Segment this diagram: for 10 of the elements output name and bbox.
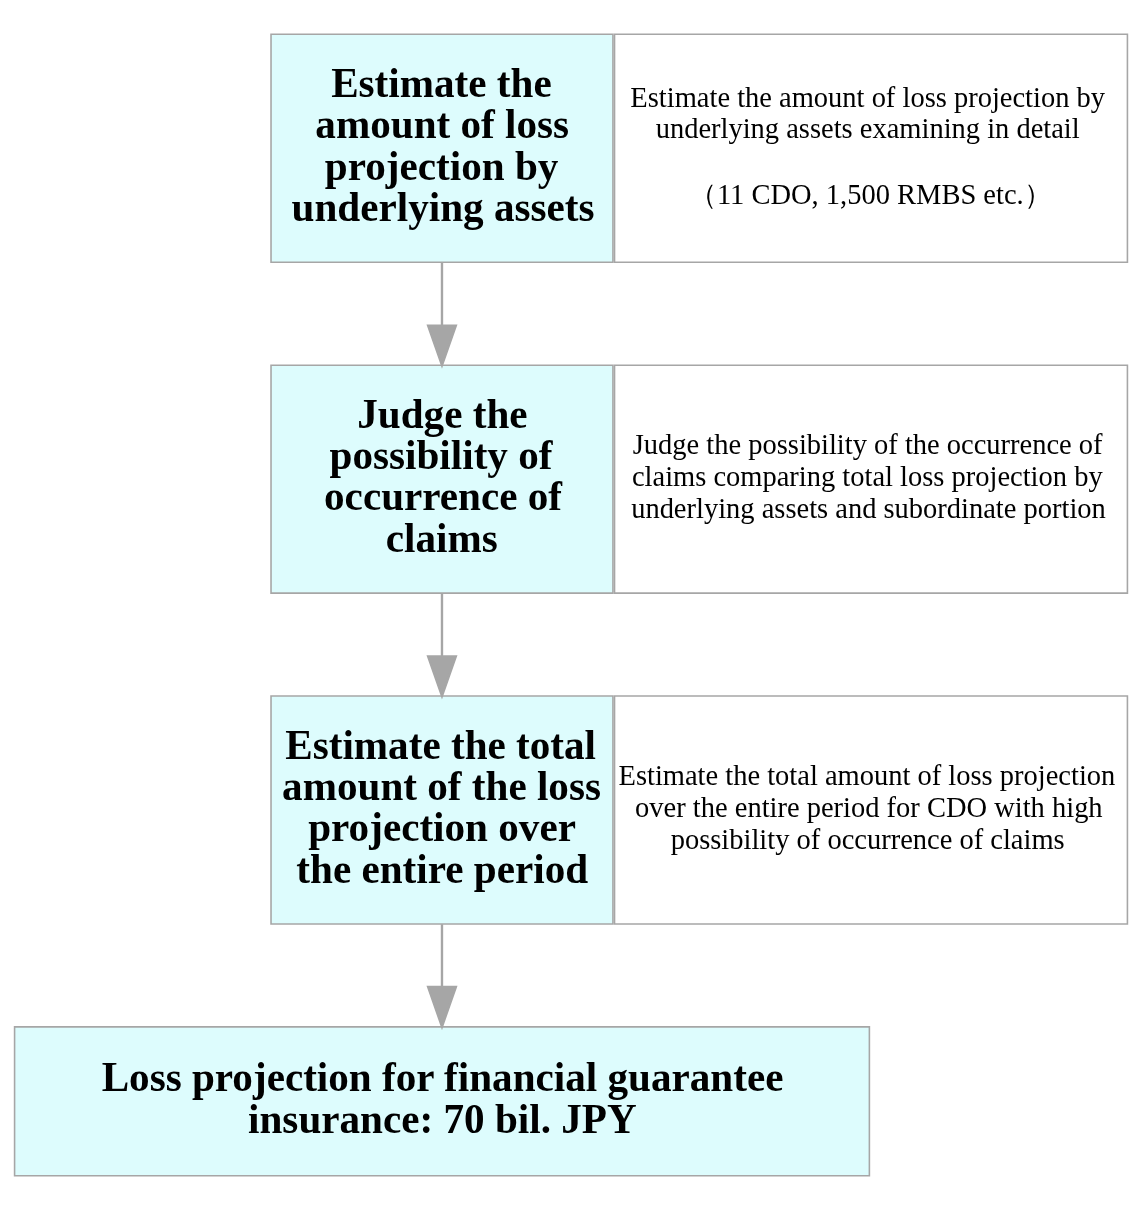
arrow — [426, 923, 458, 1030]
node-box: Estimate the amount of loss projection by underlying assets examining in detail （11 CDO, 1,500 RMBS etc.） — [613, 33, 1129, 263]
node-box: Estimate the amount of loss projection by underlying assets — [270, 33, 614, 263]
node-box: Loss projection for financial guarantee insurance: 70 bil. JPY — [13, 1025, 871, 1176]
arrow — [426, 262, 458, 369]
node-box: Judge the possibility of occurrence of claims — [270, 363, 614, 594]
node-box: Judge the possibility of the occurrence of claims comparing total loss projection by underlying assets and subordinate portion — [613, 363, 1129, 594]
node-box: Estimate the total amount of loss projection over the entire period for CDO with high possibility of occurrence of claims — [613, 694, 1129, 925]
node-box: Estimate the total amount of the loss projection over the entire period — [270, 694, 614, 925]
arrow — [426, 593, 458, 700]
